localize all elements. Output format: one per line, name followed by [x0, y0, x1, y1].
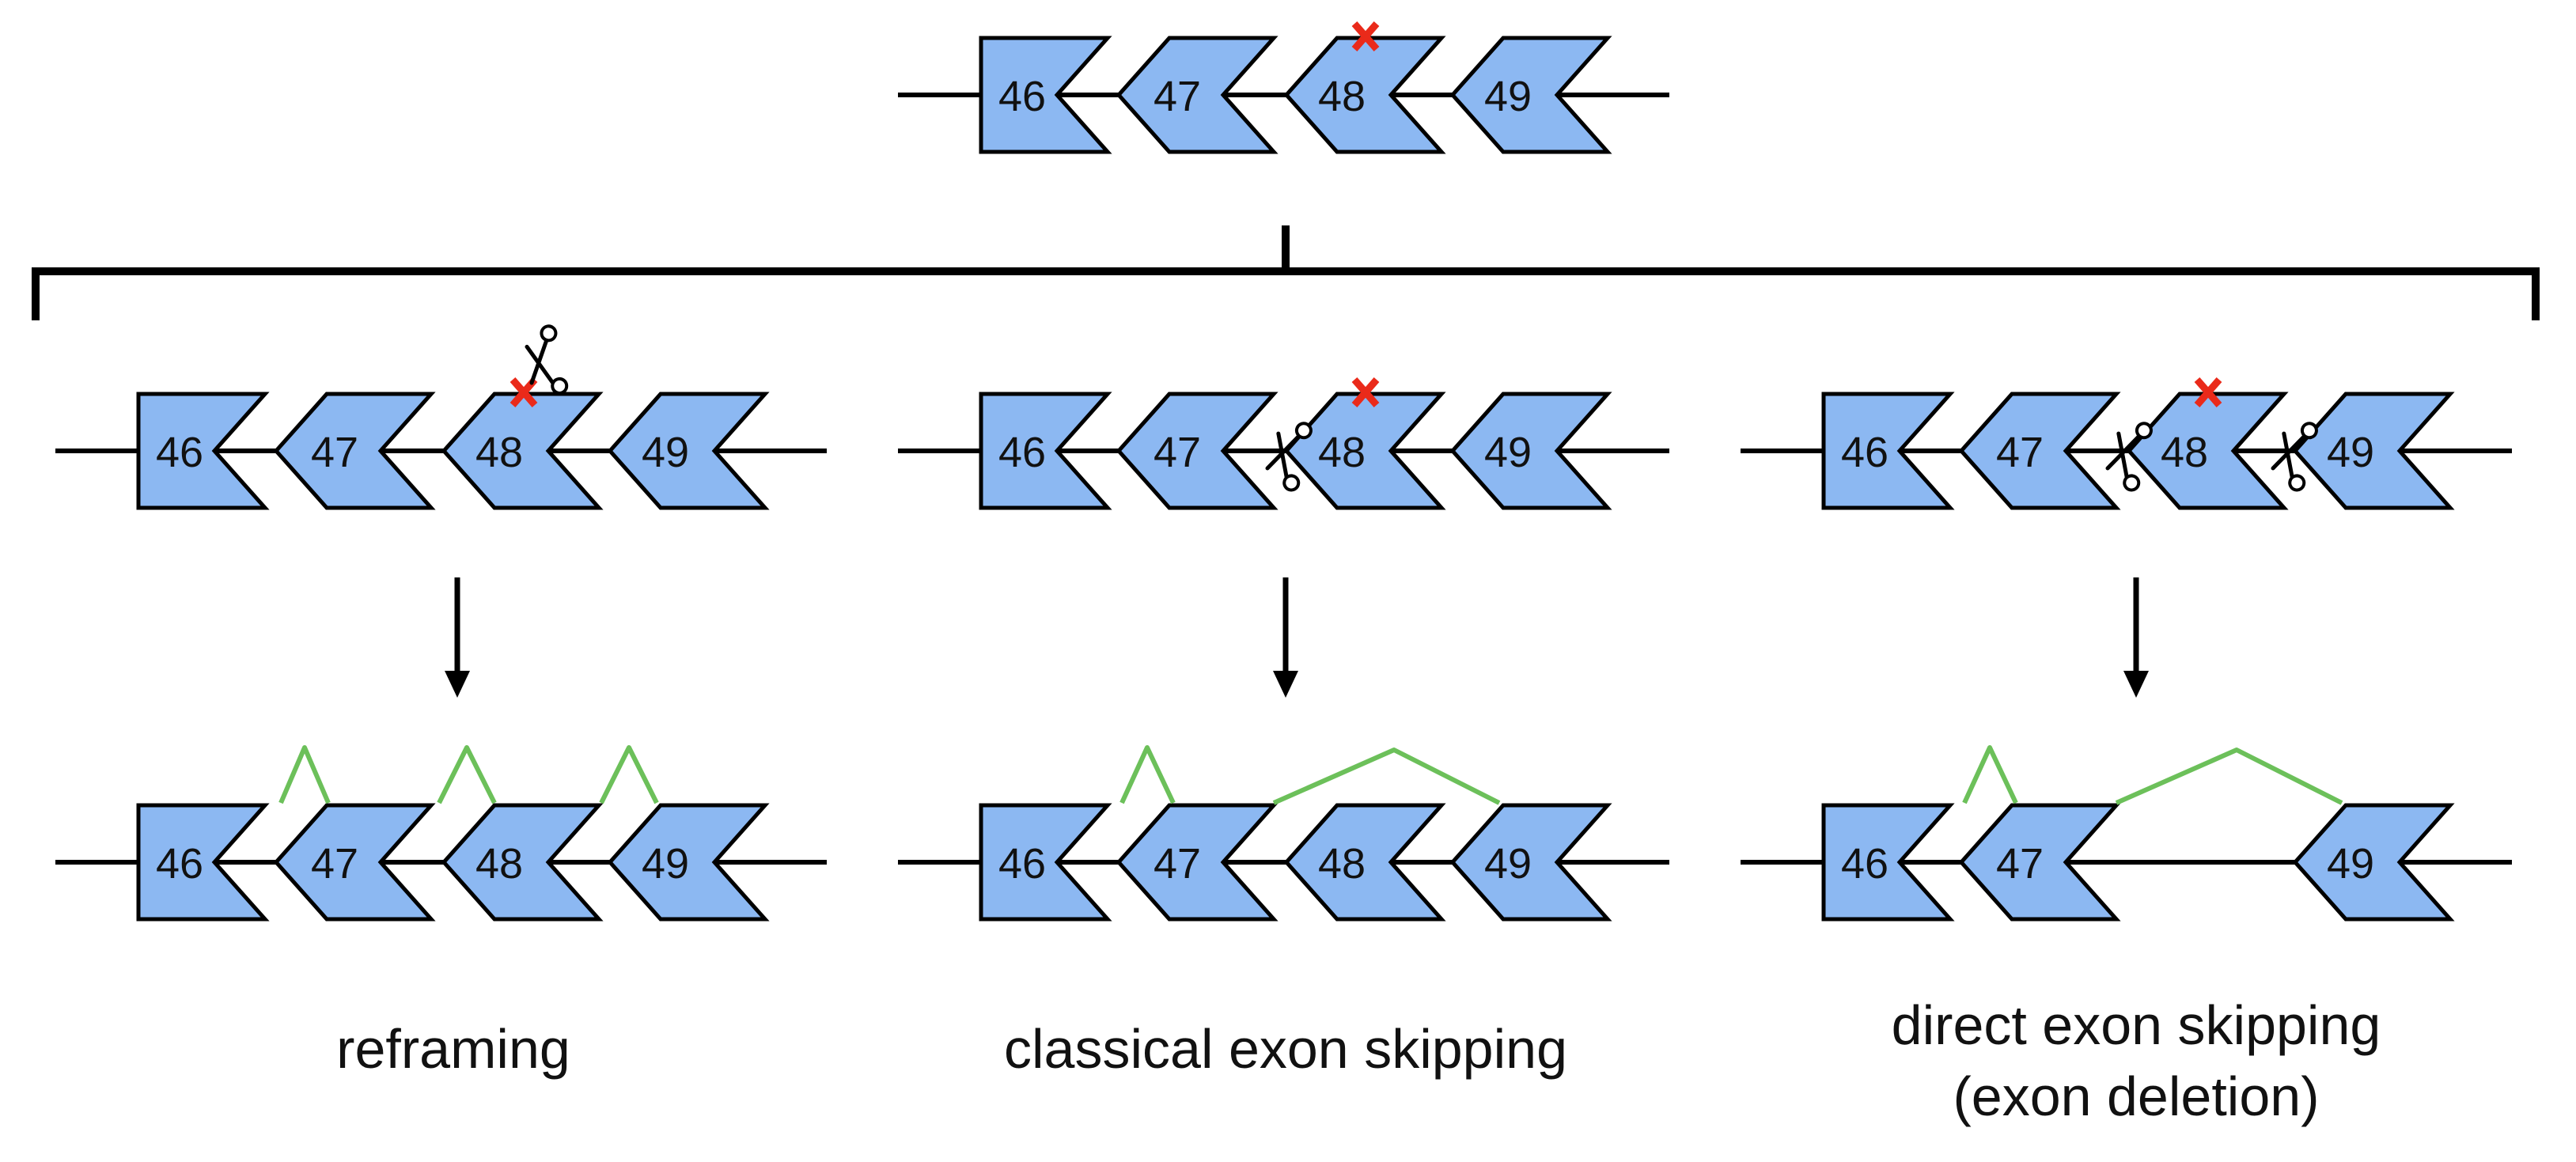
exon-label: 46 — [1841, 429, 1888, 476]
exon-47 — [1116, 803, 1279, 922]
exon-49 — [1449, 392, 1612, 510]
exon-label: 46 — [156, 429, 203, 476]
exon-label: 47 — [311, 840, 358, 888]
exon-label: 48 — [1318, 429, 1366, 476]
exon-label: 49 — [2327, 429, 2374, 476]
exon-label: 47 — [1154, 840, 1201, 888]
reframing-editing-gene: 46 47 48 49 — [55, 325, 827, 510]
exon-label: 48 — [475, 429, 523, 476]
direct-result-transcript: 46 47 49 — [1741, 745, 2512, 922]
original-gene: 46 47 48 49 — [898, 21, 1669, 154]
exon-label: 49 — [2327, 840, 2374, 888]
caption-exon-deletion: (exon deletion) — [1953, 1065, 2319, 1127]
splice-line — [1119, 745, 1176, 804]
exon-48 — [441, 803, 604, 922]
exon-49 — [1449, 803, 1612, 922]
exon-46 — [979, 803, 1112, 922]
mutation-x-icon — [1351, 21, 1380, 51]
down-arrow-icon — [1273, 577, 1298, 698]
exon-48 — [1283, 803, 1446, 922]
splice-line — [599, 745, 659, 804]
branch-bracket — [32, 225, 2540, 320]
caption-direct-exon-skipping: direct exon skipping — [1892, 994, 2381, 1056]
exon-label: 49 — [1484, 73, 1532, 120]
exon-46 — [1821, 803, 1955, 922]
exon-label: 47 — [311, 429, 358, 476]
exon-48 — [1283, 36, 1446, 154]
exon-49 — [607, 392, 770, 510]
exon-46 — [979, 36, 1112, 154]
reframing-result-transcript: 46 47 48 49 — [55, 745, 827, 922]
direct-editing-gene: 46 47 48 49 — [1741, 377, 2512, 510]
exon-label: 46 — [998, 73, 1046, 120]
exon-46 — [136, 392, 270, 510]
mutation-x-icon — [1351, 377, 1380, 407]
caption-reframing: reframing — [336, 1018, 570, 1080]
splice-line — [1272, 748, 1501, 805]
exon-49 — [2292, 392, 2455, 510]
exon-48 — [441, 392, 604, 510]
classical-result-transcript: 46 47 48 49 — [898, 745, 1669, 922]
splice-line — [2115, 748, 2343, 805]
classical-editing-gene: 46 47 48 49 — [898, 377, 1669, 510]
exon-label: 46 — [156, 840, 203, 888]
exon-49 — [2292, 803, 2455, 922]
exon-47 — [1116, 36, 1279, 154]
exon-47 — [273, 803, 436, 922]
exon-label: 47 — [1154, 429, 1201, 476]
exon-label: 48 — [1318, 840, 1366, 888]
caption-classical-exon-skipping: classical exon skipping — [1004, 1018, 1567, 1080]
exon-label: 46 — [998, 429, 1046, 476]
exon-label: 49 — [642, 429, 689, 476]
exon-46 — [1821, 392, 1955, 510]
exon-label: 48 — [2161, 429, 2208, 476]
splice-line — [1962, 745, 2018, 804]
exon-49 — [607, 803, 770, 922]
exon-label: 47 — [1154, 73, 1201, 120]
exon-47 — [1958, 392, 2121, 510]
exon-49 — [1449, 36, 1612, 154]
down-arrow-icon — [2123, 577, 2149, 698]
exon-label: 48 — [475, 840, 523, 888]
exon-47 — [1116, 392, 1279, 510]
exon-label: 49 — [1484, 840, 1532, 888]
mutation-x-icon — [2194, 377, 2222, 407]
exon-47 — [273, 392, 436, 510]
exon-label: 46 — [1841, 840, 1888, 888]
splice-line — [278, 745, 331, 804]
exon-label: 49 — [1484, 429, 1532, 476]
exon-label: 47 — [1996, 429, 2044, 476]
exon-label: 49 — [642, 840, 689, 888]
exon-label: 48 — [1318, 73, 1366, 120]
down-arrow-icon — [445, 577, 470, 698]
exon-48 — [2126, 392, 2289, 510]
exon-label: 47 — [1996, 840, 2044, 888]
exon-47 — [1958, 803, 2121, 922]
exon-46 — [136, 803, 270, 922]
exon-label: 46 — [998, 840, 1046, 888]
exon-46 — [979, 392, 1112, 510]
splice-line — [437, 745, 497, 804]
